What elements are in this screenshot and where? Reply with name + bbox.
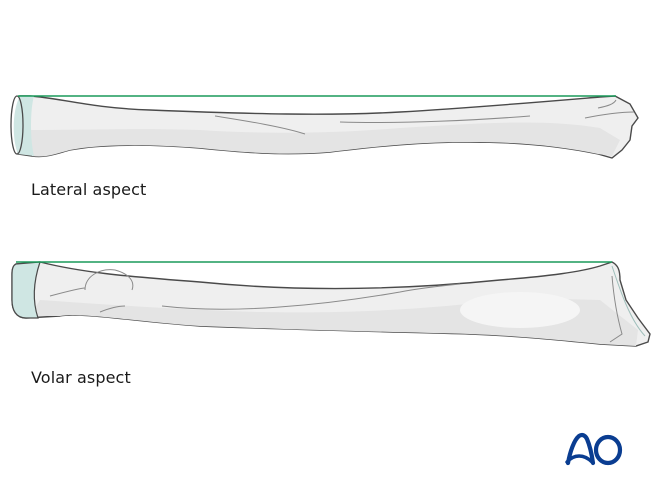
lateral-bone <box>10 95 639 159</box>
volar-aspect-label: Volar aspect <box>31 368 131 387</box>
lateral-aspect-label: Lateral aspect <box>31 180 147 199</box>
ao-logo-icon <box>565 432 623 466</box>
volar-bone <box>11 261 651 347</box>
